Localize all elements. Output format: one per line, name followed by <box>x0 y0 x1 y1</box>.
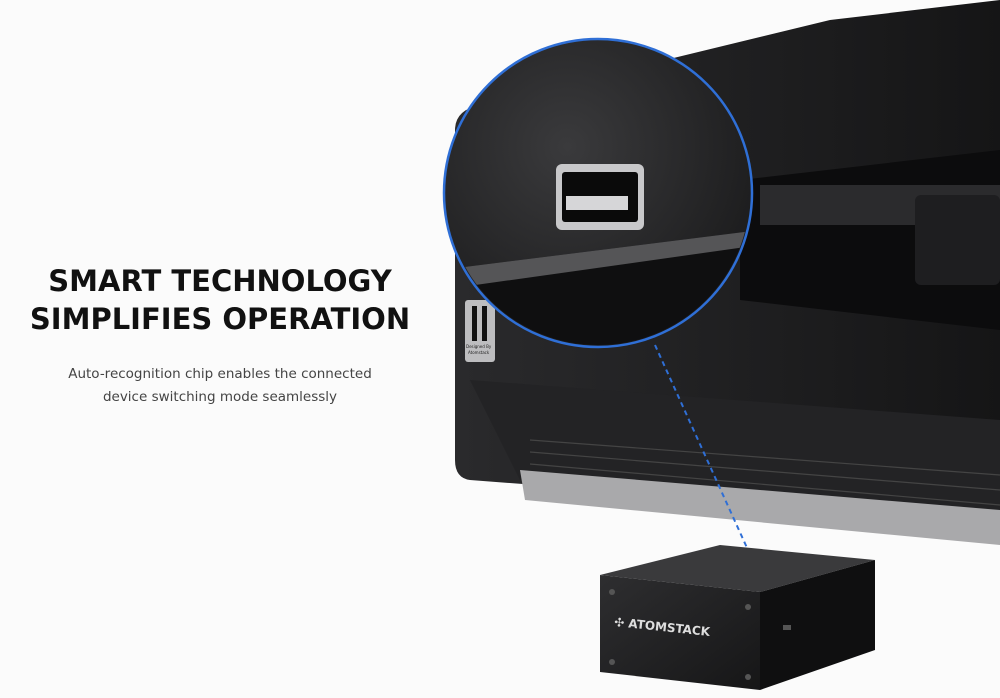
description-line-1: Auto-recognition chip enables the connec… <box>68 366 372 382</box>
atomstack-logo-icon: ✣ <box>613 615 626 630</box>
headline-line-1: SMART TECHNOLOGY <box>48 264 392 298</box>
usb-port-magnifier <box>442 37 754 349</box>
usb-port-icon <box>556 164 644 230</box>
label-designed-by: Designed By <box>466 344 492 349</box>
page-headline: SMART TECHNOLOGY SIMPLIFIES OPERATION <box>20 262 420 338</box>
description-line-2: device switching mode seamlessly <box>102 389 338 405</box>
headline-line-2: SIMPLIFIES OPERATION <box>29 302 411 336</box>
feature-description: Auto-recognition chip enables the connec… <box>20 363 420 409</box>
auto-recognition-module <box>600 545 875 690</box>
label-atomstack: Atomstack <box>468 350 490 355</box>
